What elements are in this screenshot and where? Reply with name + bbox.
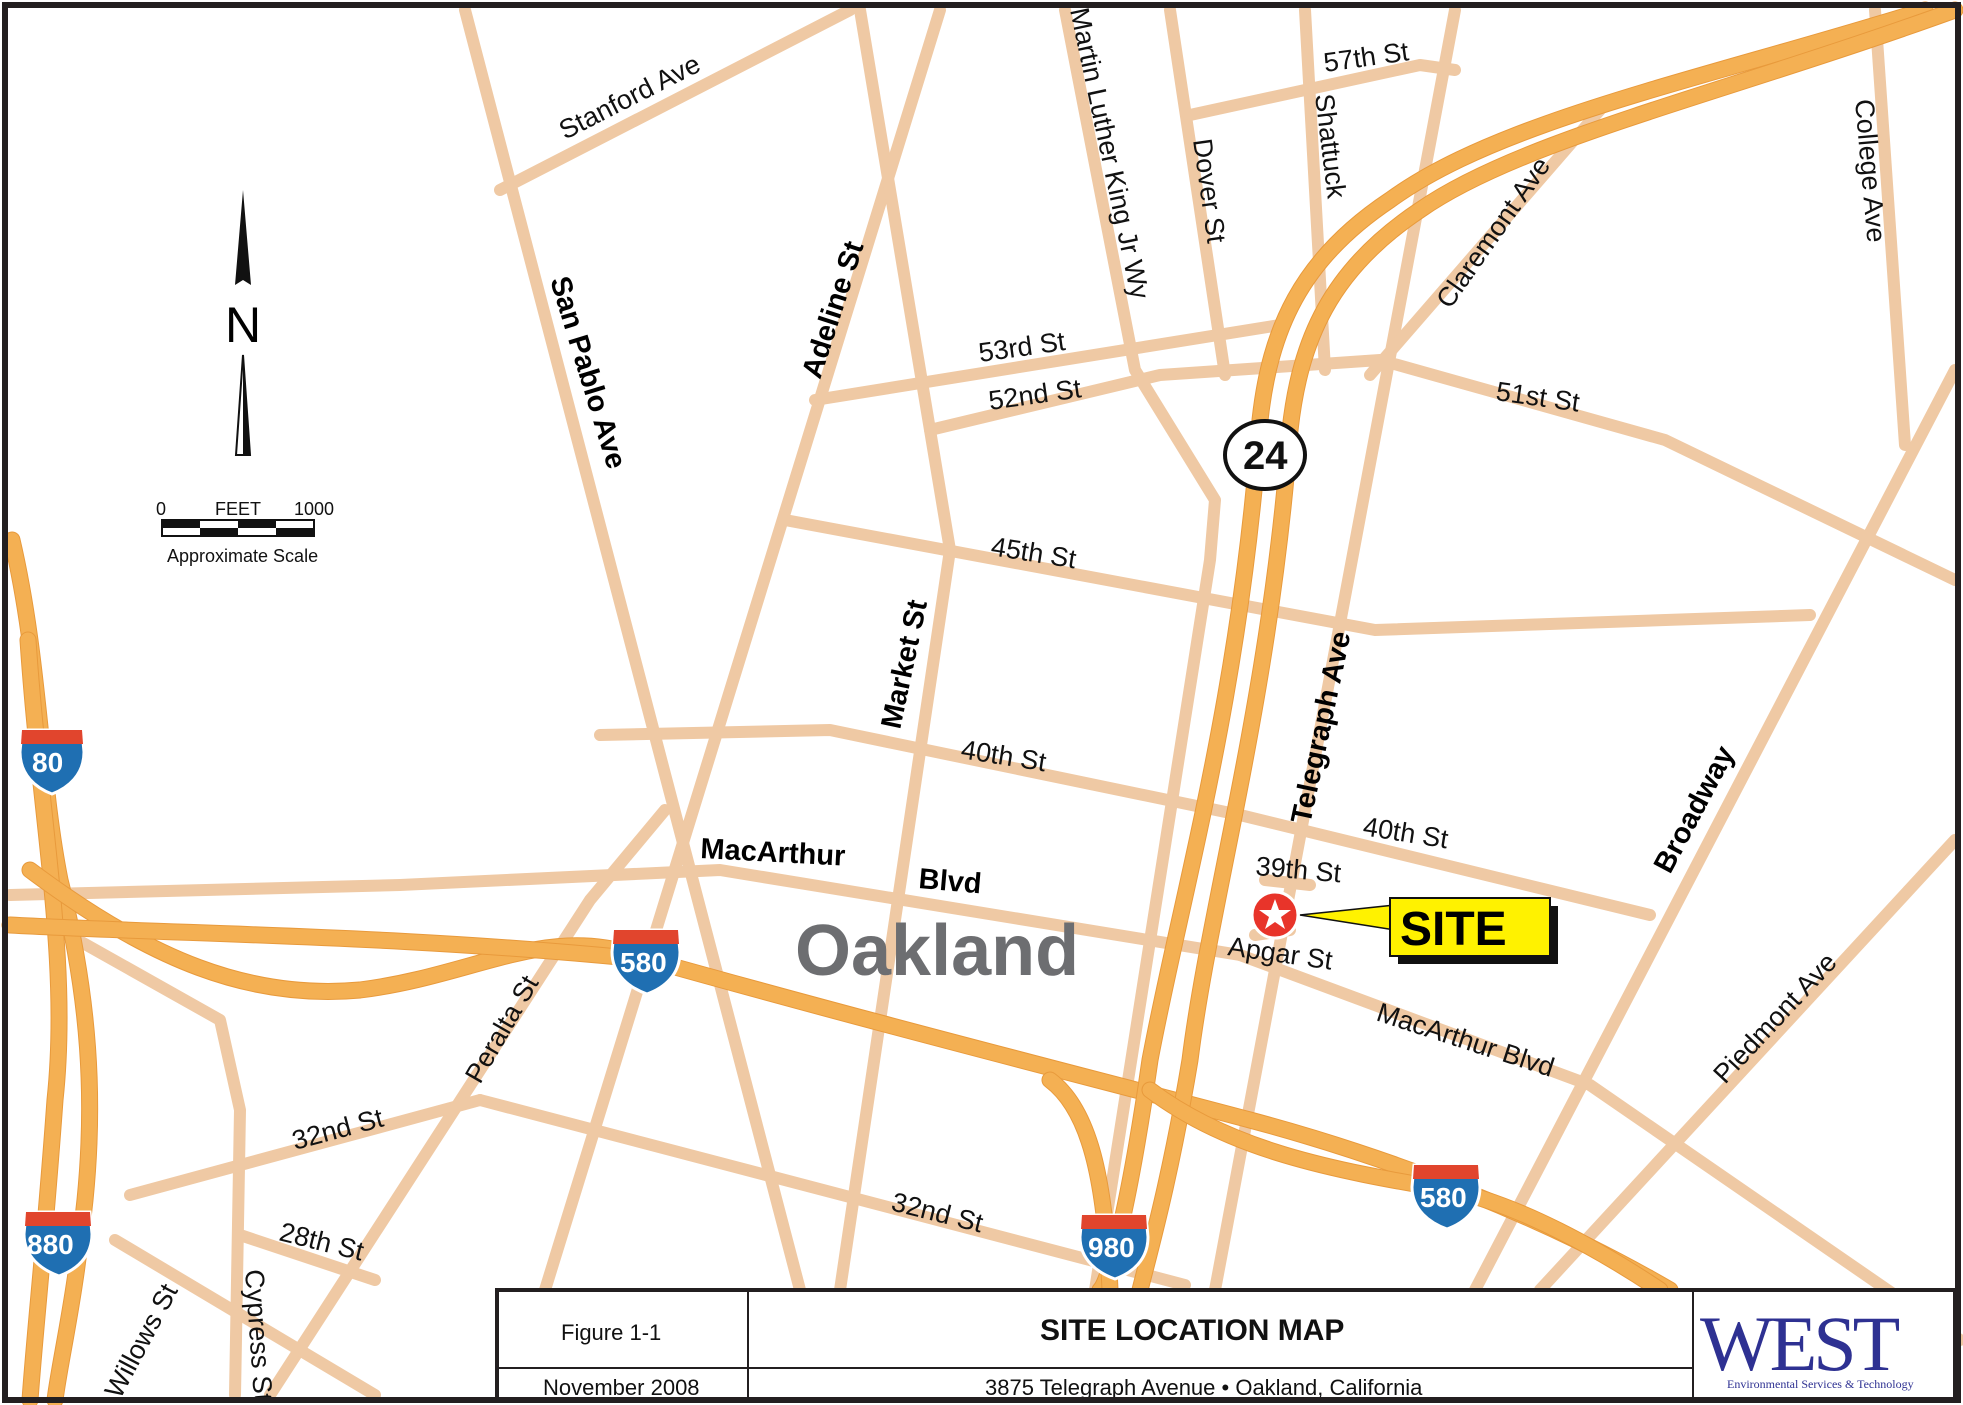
road-peralta-st — [264, 804, 671, 1401]
scale-unit: FEET — [215, 499, 261, 519]
label-willows-st: Willows St — [99, 1278, 184, 1402]
north-label: N — [225, 297, 261, 353]
figure-date: November 2008 — [543, 1375, 700, 1400]
shield-i980-number: 980 — [1088, 1232, 1135, 1263]
site-callout-pointer — [1299, 904, 1396, 931]
road-40th-st — [594, 724, 1656, 921]
site-address: 3875 Telegraph Avenue • Oakland, Califor… — [985, 1375, 1423, 1400]
city-label: Oakland — [795, 911, 1079, 991]
local-roads — [4, 4, 1963, 1401]
site-label: SITE — [1400, 903, 1507, 956]
company-tagline: Environmental Services & Technology — [1727, 1377, 1914, 1391]
shield-i580-east: 580 — [1410, 1163, 1482, 1231]
shield-i580-west: 580 — [610, 928, 682, 996]
figure-title: SITE LOCATION MAP — [1040, 1314, 1344, 1347]
road-broadway — [1469, 364, 1961, 1296]
scale-max: 1000 — [294, 499, 334, 519]
scale-caption: Approximate Scale — [167, 546, 318, 566]
road-45th-st — [779, 514, 1816, 636]
label-39th-st: 39th St — [1254, 851, 1342, 888]
road-dover-st — [1164, 4, 1231, 381]
shield-i580-west-number: 580 — [620, 947, 667, 978]
label-32nd-st-west: 32nd St — [289, 1103, 387, 1156]
site-marker: SITE — [1250, 890, 1558, 964]
shield-i80-number: 80 — [32, 747, 63, 778]
road-28th-st — [234, 1229, 381, 1286]
shield-i80: 80 — [18, 728, 86, 796]
scale-zero: 0 — [156, 499, 166, 519]
shield-i980: 980 — [1078, 1213, 1150, 1281]
label-macarthur-blvd-small: MacArthur Blvd — [1373, 997, 1558, 1083]
label-adeline-st: Adeline St — [796, 237, 870, 382]
road-piedmont-ave — [1534, 834, 1961, 1296]
shield-sr24: 24 — [1223, 419, 1307, 491]
shield-i880-number: 880 — [27, 1229, 74, 1260]
label-piedmont-ave: Piedmont Ave — [1707, 947, 1842, 1089]
label-macarthur-blvd-2: Blvd — [917, 863, 982, 900]
road-adeline-st — [539, 4, 946, 1296]
road-claremont-ave — [1364, 104, 1606, 381]
label-32nd-st-east: 32nd St — [889, 1187, 987, 1239]
road-college-ave — [1869, 4, 1911, 451]
scale-bar: 0 FEET 1000 Approximate Scale — [156, 499, 334, 566]
label-51st-st: 51st St — [1494, 376, 1582, 417]
road-cypress-st — [54, 924, 246, 1401]
interstate-shield-icon — [22, 1210, 94, 1278]
label-telegraph-ave: Telegraph Ave — [1286, 629, 1358, 827]
label-peralta-st: Peralta St — [459, 970, 545, 1088]
north-arrow: N — [225, 190, 261, 456]
label-52nd-st: 52nd St — [987, 373, 1084, 416]
company-logo: WEST — [1700, 1300, 1900, 1387]
road-willows-st — [109, 1234, 381, 1401]
interstate-shield-icon — [18, 728, 86, 796]
road-stanford-ave — [494, 4, 856, 196]
shield-i880: 880 — [22, 1210, 94, 1278]
road-52nd-st — [924, 354, 1961, 586]
figure-number: Figure 1-1 — [561, 1320, 661, 1345]
interstate-shield-icon — [610, 928, 682, 996]
road-macarthur-blvd-east — [1234, 949, 1963, 1346]
road-32nd-st-east — [474, 1094, 1191, 1291]
interstate-shield-icon — [1078, 1213, 1150, 1281]
north-arrow-icon — [235, 190, 251, 285]
label-45th-st: 45th St — [989, 531, 1079, 574]
label-40th-st-west: 40th St — [959, 734, 1049, 777]
interstate-shield-icon — [1410, 1163, 1482, 1231]
road-macarthur-blvd-west — [4, 864, 1246, 961]
shield-i580-east-number: 580 — [1420, 1182, 1467, 1213]
road-53rd-st — [809, 319, 1286, 406]
label-cypress-st: Cypress St — [239, 1268, 278, 1402]
road-san-pablo-ave — [459, 4, 806, 1296]
road-39th-st — [1259, 874, 1316, 891]
title-block: Figure 1-1 SITE LOCATION MAP November 20… — [495, 1288, 1957, 1402]
road-32nd-st-west — [124, 1094, 486, 1201]
shield-sr24-number: 24 — [1243, 434, 1288, 478]
label-macarthur-blvd-1: MacArthur — [700, 833, 846, 873]
state-route-shield-icon — [1223, 419, 1307, 491]
